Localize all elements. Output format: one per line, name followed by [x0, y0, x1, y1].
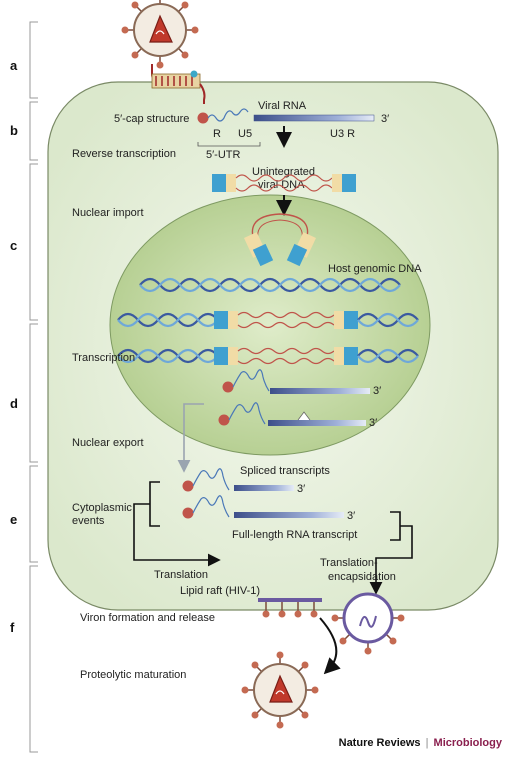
mature-virion: [241, 651, 319, 729]
three-prime-label-2: 3′: [373, 385, 381, 397]
step-label-c: c: [10, 238, 17, 253]
step-label-a: a: [10, 58, 18, 73]
full-length-label: Full-length RNA transcript: [232, 529, 357, 541]
host-genomic-dna: [139, 277, 401, 293]
three-prime-label-4: 3′: [297, 483, 305, 495]
budding-virion: [331, 592, 405, 655]
viral-rna-label: Viral RNA: [258, 100, 307, 112]
cytoplasmic-label-1: Cytoplasmic: [72, 502, 132, 514]
step-label-e: e: [10, 512, 17, 527]
nuclear-transcript-full: [222, 369, 370, 394]
cytoplasmic-bracket: [133, 481, 216, 560]
host-dna-label: Host genomic DNA: [328, 263, 422, 275]
integrated-provirus-2: [117, 347, 419, 365]
maturation-arrow: [319, 617, 341, 675]
encapsidation-bracket: [376, 511, 413, 590]
proteolytic-maturation-label: Proteolytic maturation: [80, 669, 186, 681]
footer-separator: |: [425, 737, 429, 749]
unintegrated-label-2: viral DNA: [258, 179, 305, 191]
nuclear-transcript-spliced: [218, 402, 366, 426]
lipid-raft-label: Lipid raft (HIV-1): [180, 585, 260, 597]
translation-encapsidation-label-2: encapsidation: [328, 571, 396, 583]
transcription-label: Transcription: [72, 352, 135, 364]
step-label-d: d: [10, 396, 18, 411]
translation-encapsidation-label-1: Translation-: [320, 557, 378, 569]
viron-formation-label: Viron formation and release: [80, 612, 215, 624]
nuclear-import-label: Nuclear import: [72, 207, 144, 219]
step-label-b: b: [10, 123, 18, 138]
receptor: [151, 64, 206, 104]
footer-credit: Nature Reviews | Microbiology: [339, 737, 502, 749]
lipid-raft: [258, 598, 322, 618]
step-brackets: [29, 21, 38, 753]
step-label-f: f: [10, 620, 15, 635]
integrated-provirus-1: [117, 311, 419, 329]
r-label: R: [213, 128, 221, 140]
imported-dna: [244, 213, 316, 267]
cyto-transcript-full: [182, 495, 344, 519]
three-prime-label-3: 3′: [369, 417, 377, 429]
cap-label: 5′-cap structure: [114, 113, 189, 125]
three-prime-label-1: 3′: [381, 113, 389, 125]
utr-label: 5′-UTR: [206, 149, 241, 161]
nuclear-export-label: Nuclear export: [72, 437, 144, 449]
u5-label: U5: [238, 128, 252, 140]
journal-name: Microbiology: [433, 737, 502, 749]
three-prime-label-5: 3′: [347, 510, 355, 522]
u3r-label: U3 R: [330, 128, 355, 140]
cytoplasmic-label-2: events: [72, 515, 105, 527]
spliced-transcripts-label: Spliced transcripts: [240, 465, 330, 477]
translation-label: Translation: [154, 569, 208, 581]
cyto-transcript-spliced: [182, 468, 294, 492]
export-arrow: [177, 403, 204, 473]
publisher-name: Nature Reviews: [338, 737, 421, 749]
viral-rna: [197, 108, 375, 124]
unintegrated-dna: [212, 174, 356, 192]
reverse-transcription-label: Reverse transcription: [72, 148, 176, 160]
virion-top: [121, 0, 199, 69]
